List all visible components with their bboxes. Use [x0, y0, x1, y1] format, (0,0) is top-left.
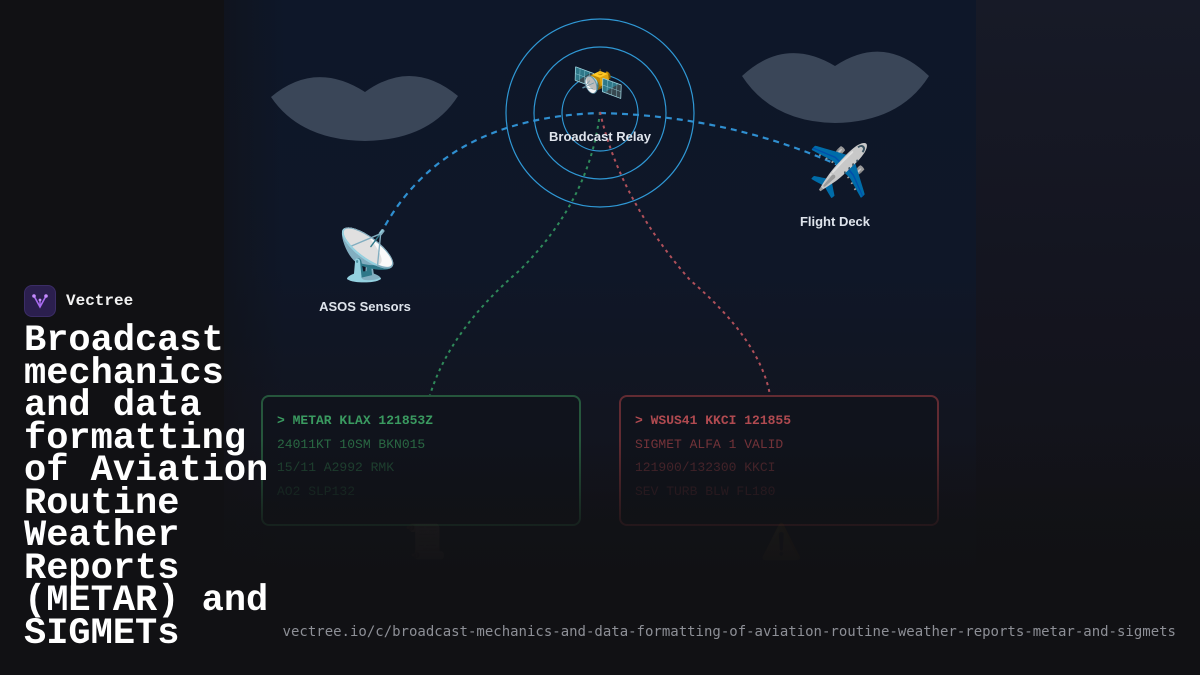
brand-name: Vectree — [66, 292, 134, 310]
cloud-right — [742, 51, 929, 123]
broadcast-link-flight-deck — [599, 111, 841, 168]
warning-icon: ⚠️ — [760, 522, 803, 562]
brand[interactable]: Vectree — [24, 285, 133, 317]
metar-line: 24011KT 10SM BKN015 — [277, 436, 426, 452]
satellite-icon: 🛰️ — [572, 58, 625, 107]
metar-terminal: > METAR KLAX 121853Z 24011KT 10SM BKN015… — [261, 395, 581, 526]
scroll-icon: 📜 — [404, 522, 447, 562]
metar-line: AO2 SLP132 — [277, 483, 356, 499]
sigmet-line: > WSUS41 KKCI 121855 — [635, 413, 792, 428]
airplane-icon: ✈️ — [808, 142, 871, 200]
page-title: Broadcast mechanics and data formatting … — [24, 320, 269, 655]
sigmet-line: SEV TURB BLW FL180 — [635, 483, 776, 499]
sigmet-terminal: > WSUS41 KKCI 121855 SIGMET ALFA 1 VALID… — [619, 395, 939, 526]
vectree-logo-icon — [24, 285, 56, 317]
satellite-dish-icon: 📡 — [336, 226, 399, 284]
sigmet-line: SIGMET ALFA 1 VALID — [635, 436, 784, 452]
relay-ring-middle — [533, 46, 667, 180]
sensors-label: ASOS Sensors — [319, 299, 411, 314]
page-url-link[interactable]: vectree.io/c/broadcast-mechanics-and-dat… — [282, 624, 1176, 640]
cloud-left — [271, 75, 458, 141]
flight-deck-label: Flight Deck — [799, 214, 871, 229]
relay-ring-outer — [505, 18, 695, 208]
broadcast-link-sensors — [379, 111, 601, 236]
sigmet-line: 121900/132300 KKCI — [635, 460, 776, 475]
relay-ring-inner — [561, 74, 639, 152]
metar-line: > METAR KLAX 121853Z — [277, 413, 434, 428]
relay-label: Broadcast Relay — [549, 129, 651, 144]
metar-line: 15/11 A2992 RMK — [277, 460, 395, 475]
